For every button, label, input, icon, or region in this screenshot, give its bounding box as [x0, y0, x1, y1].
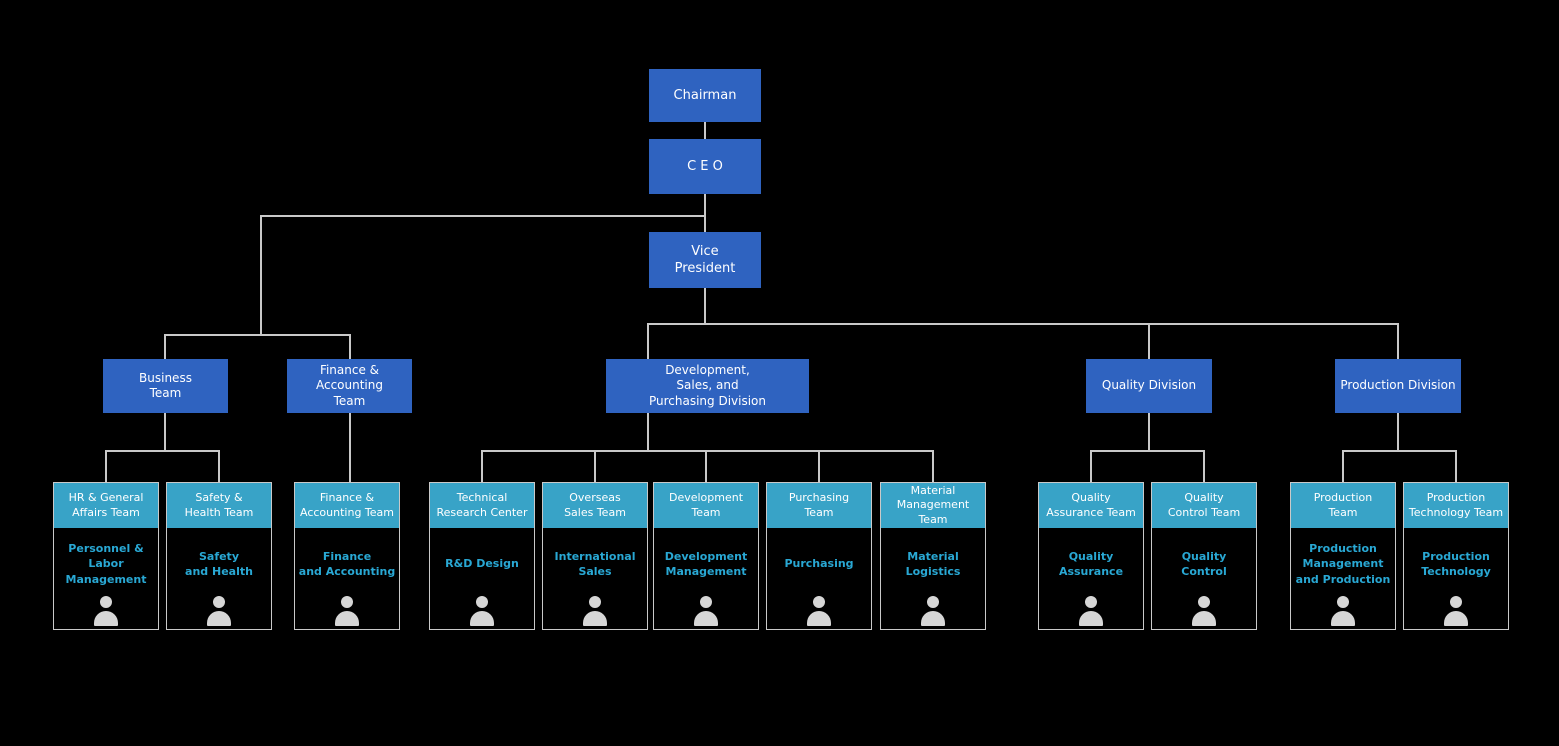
team-card-description: R&D Design [445, 557, 519, 571]
connector-line-horizontal [260, 215, 706, 217]
team-card-title: Quality Control Team [1152, 483, 1256, 528]
team-card-title: Production Technology Team [1404, 483, 1508, 528]
org-node-label: Chairman [673, 88, 737, 103]
connector-line-vertical [1455, 450, 1457, 482]
org-node-label: C E O [687, 159, 723, 174]
org-node-label: Business Team [139, 370, 192, 401]
connector-line-vertical [1397, 413, 1399, 451]
connector-line-vertical [594, 450, 596, 482]
team-card-title: Development Team [654, 483, 758, 528]
connector-line-vertical [932, 450, 934, 482]
connector-line-horizontal [105, 450, 220, 452]
team-card-description: Personnel & Labor Management [65, 541, 147, 586]
connector-line-vertical [218, 450, 220, 482]
connector-line-horizontal [164, 334, 351, 336]
team-card-title: HR & General Affairs Team [54, 483, 158, 528]
team-card-description: Production Management and Production [1295, 541, 1391, 586]
connector-line-vertical [647, 323, 649, 359]
connector-line-vertical [1148, 413, 1150, 451]
org-node-development-sales-purchasing-division: Development, Sales, and Purchasing Divis… [606, 359, 809, 413]
person-icon [206, 596, 232, 626]
team-card-title: Technical Research Center [430, 483, 534, 528]
team-card-title: Purchasing Team [767, 483, 871, 528]
person-icon [1330, 596, 1356, 626]
person-icon [93, 596, 119, 626]
person-icon [806, 596, 832, 626]
connector-line-horizontal [647, 323, 1399, 325]
team-card-description: Finance and Accounting [298, 549, 396, 579]
org-node-ceo: C E O [649, 139, 761, 194]
team-card-description: Development Management [664, 549, 748, 579]
team-card-title: Overseas Sales Team [543, 483, 647, 528]
org-node-label: Finance & Accounting Team [315, 362, 383, 408]
org-node-label: Vice President [674, 244, 736, 276]
connector-line-horizontal [1090, 450, 1205, 452]
org-node-vice-president: Vice President [649, 232, 761, 288]
connector-line-vertical [1090, 450, 1092, 482]
connector-line-vertical [349, 413, 351, 482]
connector-line-horizontal [481, 450, 934, 452]
person-icon [334, 596, 360, 626]
team-card-title: Quality Assurance Team [1039, 483, 1143, 528]
team-card-description: Purchasing [784, 557, 854, 571]
person-icon [582, 596, 608, 626]
person-icon [1191, 596, 1217, 626]
team-card-description: Material Logistics [905, 549, 961, 579]
connector-line-vertical [1148, 323, 1150, 359]
connector-line-vertical [105, 450, 107, 482]
org-node-label: Quality Division [1101, 378, 1197, 393]
person-icon [920, 596, 946, 626]
team-card-description: Quality Control [1181, 549, 1227, 579]
team-card-title: Production Team [1291, 483, 1395, 528]
person-icon [1078, 596, 1104, 626]
org-node-production-division: Production Division [1335, 359, 1461, 413]
team-card-description: Production Technology [1421, 549, 1491, 579]
connector-line-vertical [1342, 450, 1344, 482]
person-icon [1443, 596, 1469, 626]
team-card-title: Safety & Health Team [167, 483, 271, 528]
org-node-label: Development, Sales, and Purchasing Divis… [648, 362, 767, 408]
connector-line-vertical [1203, 450, 1205, 482]
connector-line-horizontal [1342, 450, 1457, 452]
person-icon [469, 596, 495, 626]
person-icon [693, 596, 719, 626]
org-node-quality-division: Quality Division [1086, 359, 1212, 413]
connector-line-vertical [704, 194, 706, 232]
connector-line-vertical [481, 450, 483, 482]
connector-line-vertical [704, 122, 706, 139]
connector-line-vertical [260, 215, 262, 336]
team-card-description: Quality Assurance [1058, 549, 1124, 579]
connector-line-vertical [349, 334, 351, 359]
org-node-business-team: Business Team [103, 359, 228, 413]
connector-line-vertical [818, 450, 820, 482]
connector-line-vertical [704, 288, 706, 325]
connector-line-vertical [164, 334, 166, 359]
team-card-description: Safety and Health [185, 549, 253, 579]
team-card-title: Finance & Accounting Team [295, 483, 399, 528]
org-node-chairman: Chairman [649, 69, 761, 122]
team-card-description: International Sales [554, 549, 636, 579]
team-card-title: Material Management Team [881, 483, 985, 528]
org-node-finance-accounting-team: Finance & Accounting Team [287, 359, 412, 413]
connector-line-vertical [1397, 323, 1399, 359]
connector-line-vertical [164, 413, 166, 451]
org-node-label: Production Division [1340, 378, 1456, 393]
connector-line-vertical [647, 413, 649, 451]
connector-line-vertical [705, 450, 707, 482]
